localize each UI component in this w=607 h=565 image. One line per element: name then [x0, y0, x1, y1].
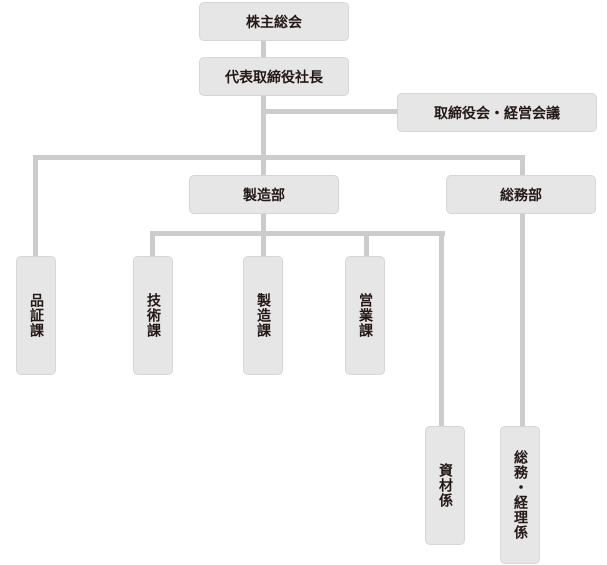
connector-line	[261, 40, 266, 176]
node-admin-accounting-unit: 総務・経理係	[500, 426, 540, 564]
connector-line	[150, 231, 445, 236]
node-general-affairs-dept: 総務部	[446, 175, 596, 214]
node-president: 代表取締役社長	[199, 57, 349, 96]
node-board: 取締役会・経営会議	[397, 93, 597, 132]
connector-line	[520, 155, 525, 427]
connector-line	[33, 155, 525, 160]
connector-line	[33, 155, 38, 257]
node-engineering-section: 技術課	[133, 256, 173, 375]
node-label: 総務・経理係	[512, 450, 528, 540]
node-quality-section: 品証課	[16, 256, 56, 375]
connector-line	[439, 231, 444, 427]
node-shareholders-meeting: 株主総会	[199, 2, 349, 41]
node-production-section: 製造課	[243, 256, 283, 375]
node-label: 製造課	[255, 293, 271, 338]
node-label: 営業課	[357, 293, 373, 338]
connector-line	[261, 109, 398, 114]
node-sales-section: 営業課	[345, 256, 385, 375]
node-manufacturing-dept: 製造部	[189, 175, 339, 214]
node-label: 品証課	[28, 293, 44, 338]
node-label: 資材係	[437, 463, 453, 508]
node-materials-unit: 資材係	[425, 426, 465, 545]
node-label: 技術課	[145, 293, 161, 338]
connector-line	[364, 231, 369, 257]
connector-line	[150, 231, 155, 257]
